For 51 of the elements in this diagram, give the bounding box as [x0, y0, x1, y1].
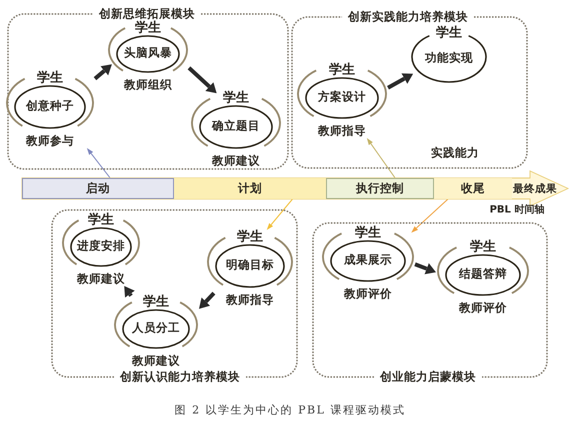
- role-label: 学生: [237, 230, 263, 246]
- teacher-role-label: 教师指导: [226, 293, 274, 307]
- figure-caption: 图 2 以学生为中心的 PBL 课程驱动模式: [174, 404, 406, 418]
- activity-label: 明确目标: [226, 258, 274, 272]
- arrow: [366, 138, 396, 178]
- activity-label: 头脑风暴: [124, 46, 172, 60]
- teacher-role-label: 教师参与: [26, 134, 74, 148]
- role-label: 学生: [470, 240, 496, 256]
- role-label: 学生: [223, 92, 249, 106]
- role-label: 学生: [135, 22, 161, 36]
- teacher-role-label: 教师建议: [212, 154, 260, 168]
- activity-label: 确立题目: [212, 119, 260, 133]
- arrow: [387, 73, 414, 90]
- activity-label: 功能实现: [425, 51, 473, 65]
- teacher-role-label: 教师评价: [344, 287, 392, 301]
- arrow: [199, 292, 216, 309]
- role-label: 学生: [143, 296, 169, 310]
- role-label: 学生: [355, 226, 381, 242]
- teacher-role-label: 教师建议: [132, 354, 180, 368]
- arrow: [188, 66, 217, 94]
- arrow: [266, 198, 294, 230]
- phase-box: 启动: [22, 178, 174, 199]
- ability-label: 实践能力: [431, 146, 479, 160]
- phase-segment: 收尾: [434, 178, 512, 199]
- module-title: 创业能力启蒙模块: [380, 370, 476, 384]
- role-label: 学生: [88, 214, 114, 228]
- role-label: 学生: [329, 64, 355, 78]
- axis-label: PBL 时间轴: [490, 204, 544, 216]
- timeline-end-label: 最终成果: [513, 182, 557, 196]
- arrow: [414, 262, 436, 274]
- module-title: 创新思维拓展模块: [99, 7, 195, 20]
- teacher-role-label: 教师组织: [124, 78, 172, 92]
- activity-label: 结题答辩: [459, 267, 507, 281]
- activity-label: 人员分工: [132, 321, 180, 335]
- activity-label: 创意种子: [26, 99, 74, 113]
- activity-label: 成果展示: [344, 253, 392, 267]
- arrow: [411, 198, 449, 233]
- teacher-role-label: 教师评价: [459, 301, 507, 315]
- phase-box: 执行控制: [326, 178, 434, 199]
- role-label: 学生: [37, 72, 63, 86]
- teacher-role-label: 教师指导: [318, 124, 366, 138]
- role-label: 学生: [436, 26, 462, 42]
- phase-segment: 计划: [174, 178, 326, 199]
- arrow: [86, 148, 111, 178]
- teacher-role-label: 教师建议: [77, 272, 125, 286]
- arrow: [124, 286, 135, 298]
- module-title: 创新实践能力培养模块: [348, 10, 468, 24]
- activity-label: 方案设计: [318, 90, 366, 104]
- activity-label: 进度安排: [77, 239, 125, 253]
- module-title: 创新认识能力培养模块: [120, 370, 240, 384]
- arrow: [94, 64, 112, 80]
